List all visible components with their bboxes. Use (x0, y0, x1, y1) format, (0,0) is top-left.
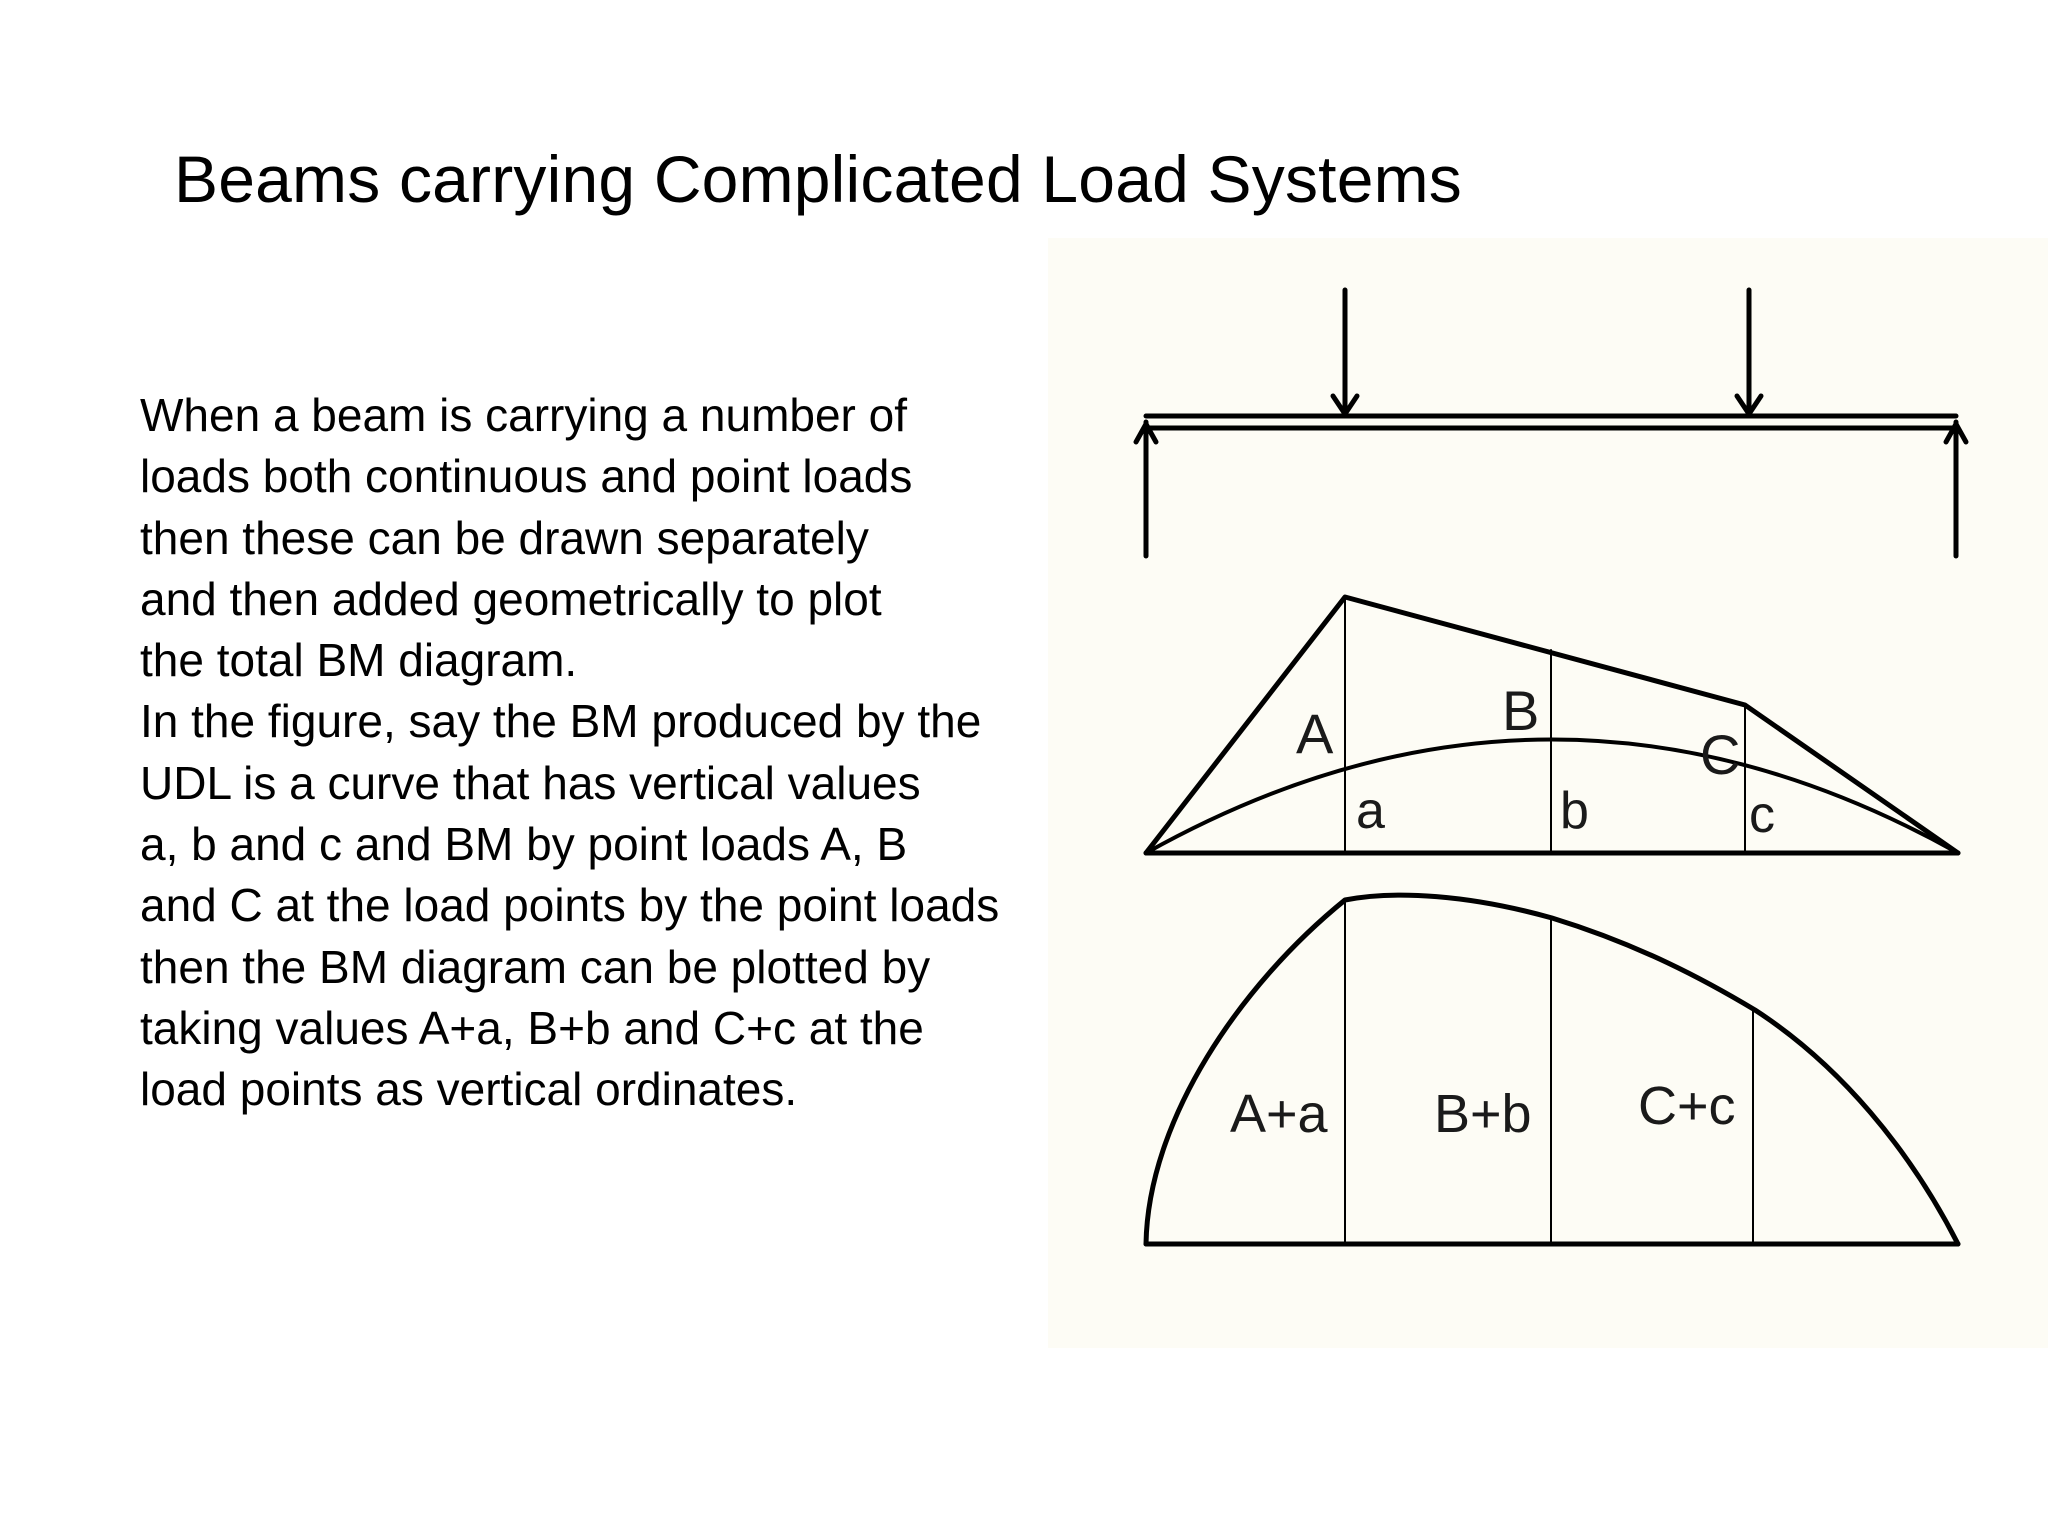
reaction-arrowhead-left (1133, 421, 1159, 445)
combined-bm-curve (1143, 892, 1961, 1247)
body-line: loads both continuous and point loads (140, 450, 913, 503)
body-line: load points as vertical ordinates. (140, 1063, 798, 1116)
body-line: then the BM diagram can be plotted by (140, 940, 931, 993)
body-line: In the figure, say the BM produced by th… (140, 695, 982, 748)
label-point-load-B: B (1502, 679, 1539, 742)
figure-panel (1048, 238, 2048, 1348)
label-combined-A-plus-a: A+a (1230, 1084, 1329, 1144)
loading-diagram (1133, 287, 1969, 559)
reaction-arrowhead-right (1943, 421, 1969, 445)
point-load-bm-polygon (1143, 594, 1961, 856)
slide-title: Beams carrying Complicated Load Systems (174, 142, 1463, 216)
body-line: UDL is a curve that has vertical values (140, 756, 921, 809)
body-line: the total BM diagram. (140, 634, 578, 687)
body-text: When a beam is carrying a number of load… (140, 385, 1100, 1121)
body-line: then these can be drawn separately (140, 511, 869, 564)
label-udl-a: a (1356, 782, 1385, 840)
label-combined-B-plus-b: B+b (1434, 1084, 1532, 1144)
body-line: and then added geometrically to plot (140, 572, 882, 625)
body-line: a, b and c and BM by point loads A, B (140, 818, 908, 871)
body-line: taking values A+a, B+b and C+c at the (140, 1001, 924, 1054)
body-line: When a beam is carrying a number of (140, 389, 908, 441)
label-point-load-A: A (1296, 702, 1334, 765)
label-point-load-C: C (1700, 723, 1740, 786)
label-udl-c: c (1749, 786, 1775, 844)
combined-bm-diagram (1143, 892, 1961, 1247)
body-line: and C at the load points by the point lo… (140, 879, 1000, 932)
point-load-arrowhead-right (1734, 393, 1764, 417)
label-combined-C-plus-c: C+c (1638, 1076, 1736, 1136)
separate-bm-diagram (1143, 594, 1961, 856)
label-udl-b: b (1560, 782, 1589, 840)
point-load-arrowhead-left (1330, 393, 1360, 417)
